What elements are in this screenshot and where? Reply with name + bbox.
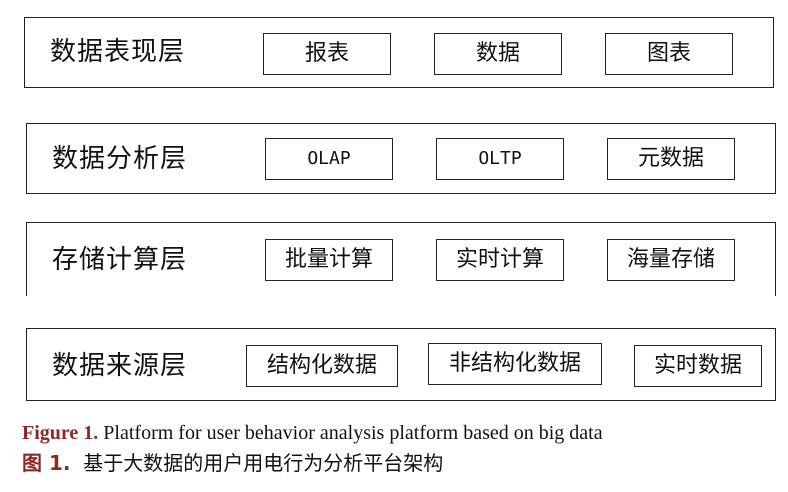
- layer-title: 数据表现层: [50, 37, 186, 67]
- layer-data-source: 数据来源层 结构化数据 非结构化数据 实时数据: [26, 328, 776, 401]
- component-box: 元数据: [607, 138, 735, 180]
- component-box: 结构化数据: [246, 345, 398, 387]
- component-box: 数据: [434, 33, 562, 75]
- component-box: 批量计算: [265, 239, 393, 281]
- caption-text: 基于大数据的用户用电行为分析平台架构: [70, 451, 444, 475]
- layer-storage-compute: 存储计算层 批量计算 实时计算 海量存储: [26, 222, 776, 296]
- figure-label: 图 1.: [22, 451, 71, 475]
- component-box: 实时计算: [436, 239, 564, 281]
- layer-title: 数据分析层: [52, 144, 188, 174]
- layer-analysis: 数据分析层 OLAP OLTP 元数据: [26, 123, 776, 194]
- figure-label: Figure 1.: [22, 422, 99, 444]
- component-box: 实时数据: [634, 345, 762, 387]
- component-box: 报表: [263, 33, 391, 75]
- layer-title: 存储计算层: [52, 245, 188, 275]
- component-box: 图表: [605, 33, 733, 75]
- component-box: 非结构化数据: [428, 343, 602, 385]
- caption-text: Platform for user behavior analysis plat…: [98, 422, 603, 444]
- component-box: 海量存储: [607, 239, 735, 281]
- layer-presentation: 数据表现层 报表 数据 图表: [24, 17, 774, 88]
- figure-caption-chinese: 图 1. 基于大数据的用户用电行为分析平台架构: [22, 453, 443, 473]
- layer-title: 数据来源层: [52, 351, 188, 381]
- figure-caption-english: Figure 1. Platform for user behavior ana…: [22, 423, 603, 443]
- component-box: OLTP: [436, 138, 564, 180]
- component-box: OLAP: [265, 138, 393, 180]
